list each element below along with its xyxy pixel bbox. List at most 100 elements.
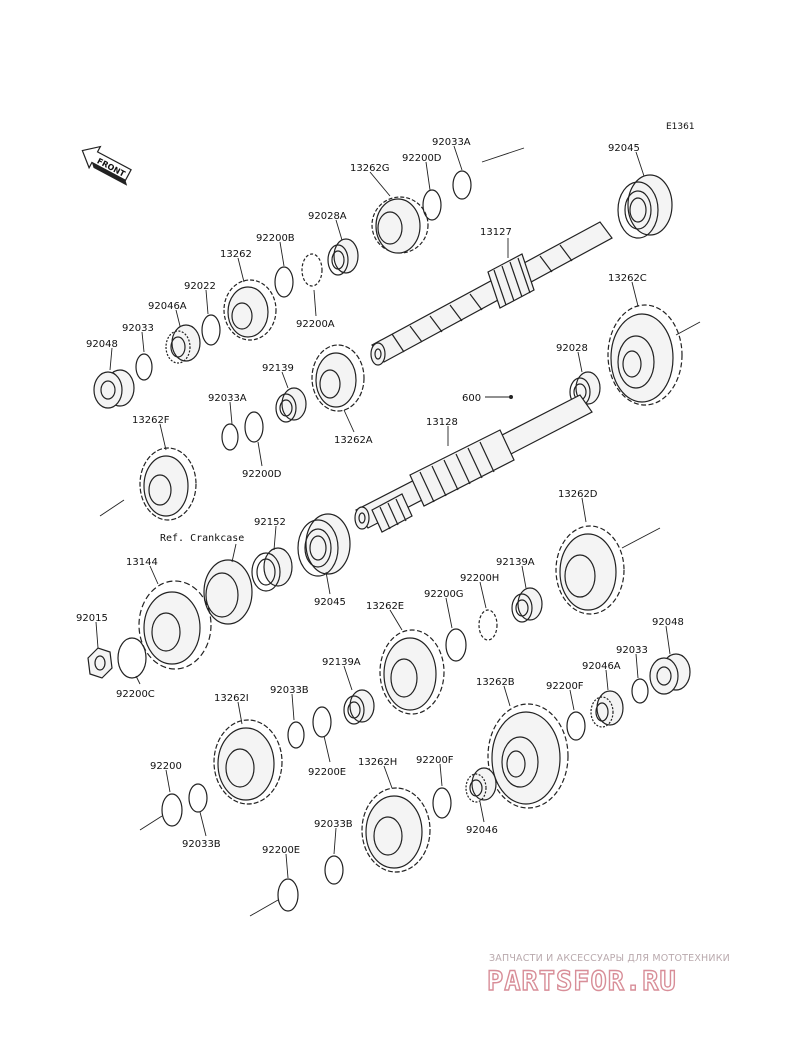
part-600-point — [509, 395, 513, 399]
part-label: 13262D — [558, 489, 598, 500]
circlip-92033-lower — [631, 678, 649, 704]
part-labels: 92033A 92045 13262G 92200D 92028A 92200B… — [76, 137, 684, 856]
bushing-92139 — [275, 387, 307, 423]
part-label: 92200D — [402, 153, 442, 164]
gear-13262B — [487, 703, 569, 809]
gear-13262H — [361, 787, 431, 873]
part-label: 13262I — [214, 693, 249, 704]
collar-92048-upper — [93, 369, 135, 409]
input-shaft-13128 — [354, 394, 593, 533]
washer-92200H — [478, 609, 498, 641]
washer-92200A — [301, 253, 323, 287]
circlip-92033A-middle — [221, 423, 239, 451]
part-label: 92152 — [254, 517, 286, 528]
part-label: 600 — [462, 393, 481, 404]
part-label: 13262H — [358, 757, 397, 768]
part-label: 92200 — [150, 761, 182, 772]
gear-13262 — [223, 279, 277, 341]
bearing-92045-middle — [297, 513, 351, 577]
part-label: 92028 — [556, 343, 588, 354]
part-label: 92033 — [616, 645, 648, 656]
part-label: 13262 — [220, 249, 252, 260]
part-label: 92200C — [116, 689, 155, 700]
part-label: 13128 — [426, 417, 458, 428]
part-label: 13262B — [476, 677, 515, 688]
part-label: 13144 — [126, 557, 158, 568]
part-label: 92045 — [608, 143, 640, 154]
part-label: 92028A — [308, 211, 347, 222]
part-label: 92200F — [416, 755, 454, 766]
watermark-brand: PARTSFOR.RU — [487, 966, 677, 997]
leader-lines — [95, 145, 671, 879]
output-shaft-13127 — [370, 221, 613, 366]
circlip-92033B-left — [188, 783, 208, 813]
washer-92200F-right — [566, 711, 586, 741]
washer-92200B — [274, 266, 294, 298]
part-label: 13127 — [480, 227, 512, 238]
part-label: 13262C — [608, 273, 647, 284]
washer-92022 — [201, 314, 221, 346]
part-label: 92033B — [314, 819, 353, 830]
part-label: 92139 — [262, 363, 294, 374]
part-label: 92033B — [270, 685, 309, 696]
part-label: 92048 — [652, 617, 684, 628]
part-label: 92048 — [86, 339, 118, 350]
washer-92200G — [445, 628, 467, 662]
bearing-92045-upper — [617, 174, 673, 239]
collar-92048-lower — [649, 653, 691, 695]
sprocket-13144 — [138, 580, 212, 670]
gear-13262E — [379, 629, 445, 715]
gear-13262I — [213, 719, 283, 805]
needle-bearing-92046A-upper — [165, 324, 201, 364]
needle-bearing-92046A-lower — [590, 690, 624, 728]
ref-crankcase-note: Ref. Crankcase — [160, 533, 244, 544]
gear-13262A — [311, 344, 365, 412]
part-label: 13262G — [350, 163, 390, 174]
bushing-92028A — [327, 238, 359, 276]
washer-92200E-bottom — [277, 878, 299, 912]
part-label: 92046A — [582, 661, 621, 672]
circlip-92033B-bottom — [324, 855, 344, 885]
gear-13262F — [139, 447, 197, 521]
front-arrow-icon: FRONT — [81, 145, 132, 186]
part-label: 92139A — [322, 657, 361, 668]
washer-92200E-middle — [312, 706, 332, 738]
watermark-tagline: ЗАПЧАСТИ И АКСЕССУАРЫ ДЛЯ МОТОТЕХНИКИ — [489, 953, 730, 964]
collar-92152 — [251, 547, 293, 592]
washer-92200D-middle — [244, 411, 264, 443]
washer-92200F-lower — [432, 787, 452, 819]
bushing-92139A-lower — [343, 689, 375, 725]
crankcase-ring — [203, 559, 253, 625]
washer-92200 — [161, 793, 183, 827]
nut-92015 — [87, 647, 113, 679]
washer-92200D-upper — [422, 189, 442, 221]
part-label: 92033 — [122, 323, 154, 334]
part-label: 92200E — [308, 767, 346, 778]
part-label: 92033A — [432, 137, 471, 148]
circlip-92033B-middle — [287, 721, 305, 749]
part-label: 92046 — [466, 825, 498, 836]
part-label: 92033A — [208, 393, 247, 404]
part-label: 92015 — [76, 613, 108, 624]
needle-bearing-92046 — [465, 767, 497, 803]
bushing-92139A-upper — [511, 587, 543, 623]
circlip-92033A-upper — [452, 170, 472, 200]
washer-92200C — [117, 637, 147, 679]
gear-13262G — [371, 196, 429, 254]
circlip-92033-upper — [135, 353, 153, 381]
part-label: 92200E — [262, 845, 300, 856]
part-label: 92200B — [256, 233, 295, 244]
part-label: 92139A — [496, 557, 535, 568]
part-label: 13262F — [132, 415, 170, 426]
part-label: 13262A — [334, 435, 373, 446]
part-label: 92200G — [424, 589, 464, 600]
part-label: 92200D — [242, 469, 282, 480]
part-label: 92045 — [314, 597, 346, 608]
part-label: 92046A — [148, 301, 187, 312]
watermark: ЗАПЧАСТИ И АКСЕССУАРЫ ДЛЯ МОТОТЕХНИКИ PA… — [486, 953, 730, 998]
part-label: 92200F — [546, 681, 584, 692]
gear-13262C — [607, 304, 683, 406]
part-label: 13262E — [366, 601, 404, 612]
diagram-code: E1361 — [666, 122, 695, 132]
